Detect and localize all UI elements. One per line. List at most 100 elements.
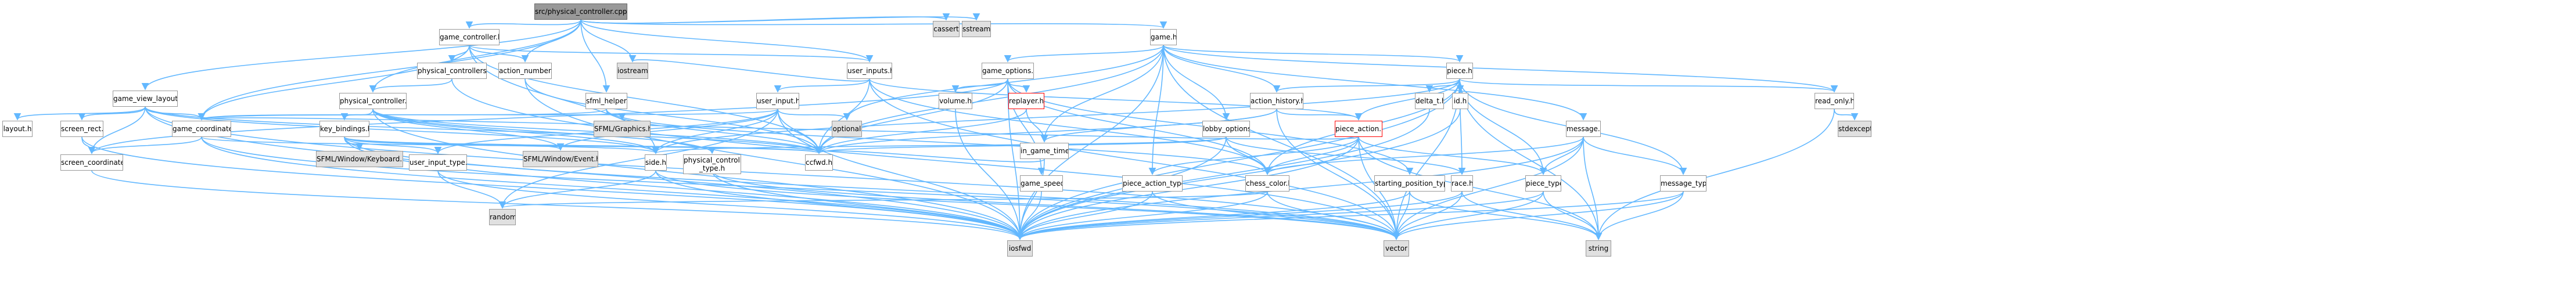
include-edge bbox=[1392, 191, 1410, 240]
include-edge bbox=[198, 109, 778, 121]
node-action-number-h[interactable]: action_number.h bbox=[498, 63, 552, 79]
include-edge bbox=[1358, 136, 1603, 240]
node-physical-controller-type-h[interactable]: physical_controller _type.h bbox=[683, 154, 741, 174]
include-edge bbox=[1392, 191, 1684, 240]
include-edge bbox=[465, 19, 581, 29]
include-edge bbox=[201, 136, 1400, 240]
node-id-h[interactable]: id.h bbox=[1452, 93, 1468, 109]
include-edge bbox=[869, 78, 1271, 175]
include-edge bbox=[1026, 109, 1048, 143]
node-layout-h[interactable]: layout.h bbox=[2, 121, 33, 137]
include-edge bbox=[1016, 158, 1045, 240]
node-starting-position-type-h[interactable]: starting_position_type.h bbox=[1374, 175, 1445, 192]
node-screen-coordinate-h[interactable]: screen_coordinate.h bbox=[60, 154, 123, 171]
include-edge bbox=[1016, 191, 1544, 240]
include-edge bbox=[1016, 191, 1463, 240]
edge-layer bbox=[13, 13, 1859, 240]
include-edge bbox=[344, 136, 1024, 240]
node-race-h[interactable]: race.h bbox=[1451, 175, 1473, 192]
node-piece-h[interactable]: piece.h bbox=[1446, 63, 1473, 79]
include-edge bbox=[1459, 78, 1838, 93]
node-piece-type-h[interactable]: piece_type.h bbox=[1525, 175, 1561, 192]
node-physical-controller-h[interactable]: physical_controller.h bbox=[339, 93, 407, 109]
include-edge bbox=[652, 136, 1227, 154]
include-edge bbox=[1163, 45, 1281, 93]
include-edge bbox=[777, 109, 851, 121]
include-edge bbox=[1163, 45, 1838, 93]
include-edge bbox=[369, 78, 452, 93]
node-stdexcept[interactable]: stdexcept bbox=[1838, 121, 1871, 137]
node-vector[interactable]: vector bbox=[1384, 240, 1409, 257]
include-edge bbox=[1594, 109, 1835, 240]
node-game-h[interactable]: game.h bbox=[1150, 29, 1177, 45]
include-edge bbox=[1016, 78, 1460, 240]
node-read-only-h[interactable]: read_only.h bbox=[1815, 93, 1854, 109]
node-sfml-event-hpp[interactable]: SFML/Window/Event.hpp bbox=[523, 151, 598, 167]
node-string[interactable]: string bbox=[1586, 240, 1611, 257]
node-root-file[interactable]: src/physical_controller.cpp bbox=[534, 3, 627, 20]
node-game-coordinate-h[interactable]: game_coordinate.h bbox=[172, 121, 231, 137]
include-edge bbox=[1163, 45, 1464, 63]
node-iosfwd[interactable]: iosfwd bbox=[1007, 240, 1033, 257]
include-edge bbox=[580, 19, 637, 63]
include-edge bbox=[869, 78, 1363, 121]
include-edge bbox=[524, 78, 823, 154]
node-game-view-layout-h[interactable]: game_view_layout.h bbox=[113, 91, 178, 107]
node-sfml-helper-h[interactable]: sfml_helper.h bbox=[585, 93, 627, 109]
node-action-history-h[interactable]: action_history.h bbox=[1250, 93, 1303, 109]
include-edge bbox=[1358, 136, 1547, 175]
node-piece-action-type-h[interactable]: piece_action_type.h bbox=[1122, 175, 1183, 192]
include-edge bbox=[1263, 136, 1584, 175]
include-edge bbox=[1409, 191, 1603, 240]
node-replayer-h[interactable]: replayer.h bbox=[1008, 93, 1044, 109]
include-edge bbox=[1461, 191, 1603, 240]
include-edge bbox=[777, 109, 1024, 240]
node-sstream[interactable]: sstream bbox=[962, 21, 991, 37]
node-message-h[interactable]: message.h bbox=[1566, 121, 1601, 137]
include-edge bbox=[655, 170, 1024, 240]
include-edge bbox=[498, 170, 656, 209]
node-sfml-graphics-hpp[interactable]: SFML/Graphics.hpp bbox=[594, 121, 651, 137]
node-side-h[interactable]: side.h bbox=[645, 154, 667, 171]
node-piece-action-h[interactable]: piece_action.h bbox=[1335, 121, 1382, 137]
node-ccfwd-h[interactable]: ccfwd.h bbox=[805, 154, 833, 171]
node-iostream[interactable]: iostream bbox=[617, 63, 648, 79]
include-edge bbox=[1016, 191, 1268, 240]
node-in-game-time-h[interactable]: in_game_time.h bbox=[1020, 143, 1069, 159]
node-user-input-h[interactable]: user_input.h bbox=[756, 93, 799, 109]
node-lobby-options-h[interactable]: lobby_options.h bbox=[1202, 121, 1250, 137]
node-optional[interactable]: optional bbox=[832, 121, 862, 137]
node-chess-color-h[interactable]: chess_color.h bbox=[1245, 175, 1289, 192]
node-sfml-keyboard-hpp[interactable]: SFML/Window/Keyboard.hpp bbox=[316, 151, 403, 167]
node-random[interactable]: random bbox=[489, 209, 516, 225]
node-message-type-h[interactable]: message_type.h bbox=[1660, 175, 1706, 192]
node-volume-h[interactable]: volume.h bbox=[939, 93, 972, 109]
node-screen-rect-h[interactable]: screen_rect.h bbox=[60, 121, 103, 137]
include-edge bbox=[1016, 136, 1359, 240]
node-game-options-h[interactable]: game_options.h bbox=[982, 63, 1034, 79]
node-game-controller-h[interactable]: game_controller.h bbox=[439, 29, 500, 45]
include-edge bbox=[1016, 191, 1153, 240]
node-key-bindings-h[interactable]: key_bindings.h bbox=[319, 121, 369, 137]
node-delta-t-h[interactable]: delta_t.h bbox=[1415, 93, 1444, 109]
include-edge bbox=[469, 45, 823, 154]
include-edge bbox=[372, 109, 660, 154]
include-edge bbox=[88, 106, 146, 154]
include-edge bbox=[1007, 78, 1024, 240]
include-edge bbox=[1355, 78, 1460, 121]
include-edge bbox=[91, 170, 1024, 240]
include-edge bbox=[1016, 191, 1684, 240]
node-physical-controllers-h[interactable]: physical_controllers.h bbox=[417, 63, 487, 79]
include-edge bbox=[652, 109, 778, 154]
include-edge bbox=[1273, 78, 1460, 93]
include-edge bbox=[1016, 109, 1430, 240]
include-edge bbox=[344, 136, 660, 154]
node-user-input-type-h[interactable]: user_input_type.h bbox=[409, 154, 467, 171]
include-edge bbox=[955, 109, 1024, 240]
node-user-inputs-h[interactable]: user_inputs.h bbox=[847, 63, 892, 79]
node-game-speed-h[interactable]: game_speed.h bbox=[1020, 175, 1063, 192]
node-cassert[interactable]: cassert bbox=[933, 21, 960, 37]
include-edge bbox=[1163, 45, 1400, 240]
include-edge bbox=[580, 19, 1167, 29]
